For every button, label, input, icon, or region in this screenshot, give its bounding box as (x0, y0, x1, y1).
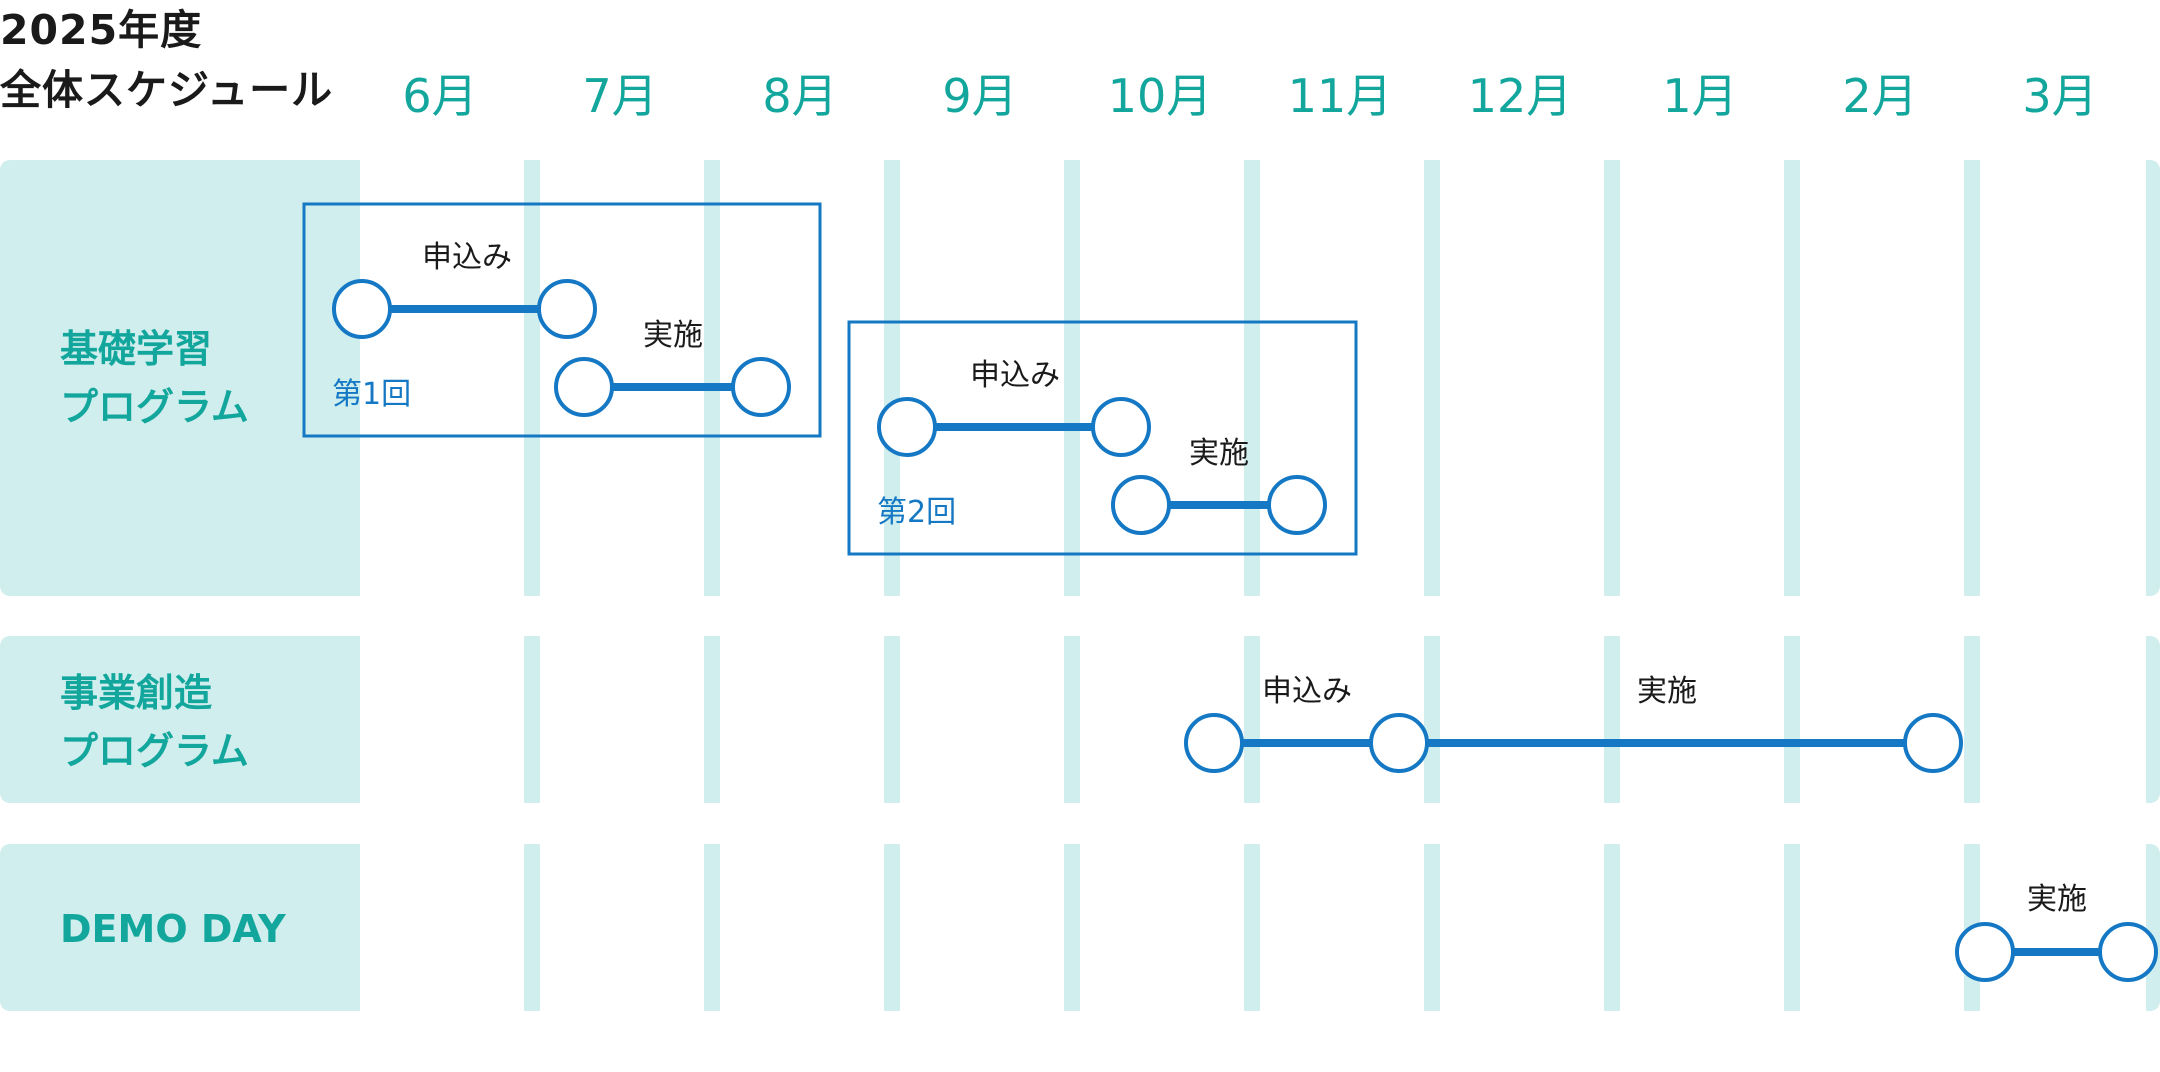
round1-run-start-node (554, 357, 614, 417)
row-label-basic-line1: 基礎学習 (60, 327, 213, 371)
row-bg-demoday (0, 844, 360, 1011)
grid-line (1244, 636, 1260, 803)
round1-apply-end-node (537, 279, 597, 339)
business-run-label: 実施 (1637, 674, 1697, 709)
round2-apply-label: 申込み (970, 358, 1060, 393)
grid-line (1964, 636, 1980, 803)
month-header-12: 12月 (1467, 69, 1573, 123)
grid-line (1784, 160, 1800, 596)
round2-run-end-node (1267, 475, 1327, 535)
round2-label: 第2回 (877, 495, 957, 530)
round2-box (847, 320, 1358, 556)
grid-line (1424, 636, 1440, 803)
row-bg-business (0, 636, 360, 803)
grid-line (1964, 160, 1980, 596)
month-header-3: 3月 (2022, 69, 2098, 123)
row-label-basic: 基礎学習 プログラム (60, 320, 249, 436)
row-bg-basic (0, 160, 360, 596)
demoday-run-end-node (2098, 922, 2158, 982)
month-header-11: 11月 (1287, 69, 1393, 123)
page-title: 2025年度 全体スケジュール (0, 0, 333, 120)
business-apply-start-node (1184, 713, 1244, 773)
grid-line (2146, 160, 2160, 596)
row-label-demoday: DEMO DAY (60, 900, 286, 958)
grid-line (1604, 844, 1620, 1011)
row-label-business: 事業創造 プログラム (60, 664, 249, 780)
grid-line (2146, 636, 2160, 803)
round2-apply-end-node (1091, 397, 1151, 457)
round1-box (302, 202, 822, 438)
business-apply-end-node (1369, 713, 1429, 773)
month-header-6: 6月 (402, 69, 478, 123)
demoday-run-start-node (1955, 922, 2015, 982)
grid-line (524, 844, 540, 1011)
round1-run-end-node (731, 357, 791, 417)
grid-line (1064, 844, 1080, 1011)
demoday-run-label: 実施 (2027, 882, 2087, 917)
round2-run-label: 実施 (1189, 436, 1249, 471)
month-header-7: 7月 (582, 69, 658, 123)
month-header-1: 1月 (1662, 69, 1738, 123)
grid-line (704, 844, 720, 1011)
month-header-8: 8月 (762, 69, 838, 123)
grid-line (1604, 636, 1620, 803)
grid-line (1784, 636, 1800, 803)
month-header-2: 2月 (1842, 69, 1918, 123)
grid-line (884, 636, 900, 803)
grid-line (1244, 160, 1260, 596)
round1-apply-label: 申込み (422, 240, 512, 275)
round2-apply-start-node (877, 397, 937, 457)
grid-line (524, 160, 540, 596)
grid-line (704, 160, 720, 596)
round2-run-start-node (1111, 475, 1171, 535)
round1-run-label: 実施 (643, 318, 703, 353)
grid-line (1784, 844, 1800, 1011)
month-header-10: 10月 (1107, 69, 1213, 123)
business-run-end-node (1903, 713, 1963, 773)
grid-line (884, 160, 900, 596)
title-subtitle: 全体スケジュール (0, 66, 334, 114)
grid-line (1064, 160, 1080, 596)
grid-line (1604, 160, 1620, 596)
row-label-basic-line2: プログラム (60, 385, 249, 429)
row-label-business-line1: 事業創造 (60, 671, 213, 715)
title-year: 2025年度 (0, 6, 203, 54)
grid-line (1064, 636, 1080, 803)
month-header-9: 9月 (942, 69, 1018, 123)
round1-apply-start-node (332, 279, 392, 339)
row-label-demoday-line1: DEMO DAY (60, 907, 286, 951)
grid-line (884, 844, 900, 1011)
grid-line (1244, 844, 1260, 1011)
round1-label: 第1回 (332, 377, 412, 412)
grid-line (1424, 844, 1440, 1011)
grid-line (704, 636, 720, 803)
grid-line (1424, 160, 1440, 596)
row-label-business-line2: プログラム (60, 729, 249, 773)
business-apply-label: 申込み (1262, 674, 1352, 709)
grid-line (524, 636, 540, 803)
